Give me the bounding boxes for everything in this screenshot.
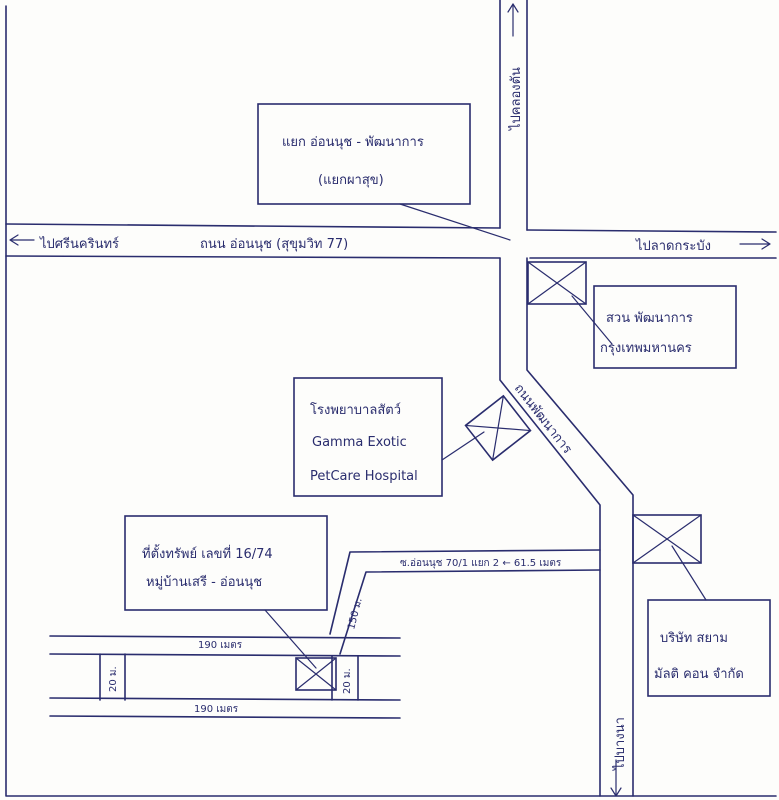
distance-right-label: 20 ม. [342,668,353,694]
local-road-connector-right [331,655,359,701]
local-road-connector-left [99,653,126,701]
local-road-3 [49,697,401,701]
property-site-icon [295,657,337,691]
main-road-bottom-edge [5,255,777,259]
to-east-label: ไปลาดกระบัง [635,238,711,254]
arrow-north-icon [507,3,519,37]
intersection-callout-box [257,103,471,205]
site-callout-box [124,515,328,611]
to-north-label: ไปคลองตัน [508,67,524,131]
main-road-top-edge [5,223,777,233]
main-road-label: ถนน อ่อนนุช (สุขุมวิท 77) [200,237,348,252]
hospital-callout-line2: Gamma Exotic [312,435,407,450]
hospital-callout-box [293,377,443,497]
company-callout-box [647,599,771,697]
park-callout-line1: สวน พัฒนาการ [606,311,693,326]
intersection-callout-line1: แยก อ่อนนุช - พัฒนาการ [282,135,424,150]
hospital-callout-line3: PetCare Hospital [310,469,418,484]
company-callout-line2: มัลติ คอน จำกัด [654,667,744,682]
soi-label: ซ.อ่อนนุช 70/1 แยก 2 ← 61.5 เมตร [400,558,562,569]
park-callout-line2: กรุงเทพมหานคร [600,341,692,356]
diagonal-road-left-edge [499,257,601,797]
distance-bottom-label: 190 เมตร [194,704,239,715]
soi-bottom-edge [339,569,601,655]
page-border [5,5,777,797]
soi-top-edge [329,549,601,635]
hospital-landmark-icon [464,394,532,462]
local-road-2 [49,653,401,657]
site-callout-line1: ที่ตั้งทรัพย์ เลขที่ 16/74 [142,544,273,562]
park-landmark-icon [527,261,587,305]
park-callout-box [593,285,737,369]
arrow-south-icon [610,759,622,797]
company-leader-line [671,545,707,601]
distance-vertical-label: 150 ม. [346,597,364,631]
company-landmark-icon [632,514,702,564]
diagonal-road-label: ถนนพัฒนาการ [511,381,575,457]
local-road-4 [49,715,401,719]
distance-left-label: 20 ม. [108,666,119,692]
arrow-east-icon [739,238,771,250]
site-leader-line [264,609,317,669]
diagonal-road-right-edge [526,257,634,797]
site-callout-line2: หมู่บ้านเสรี - อ่อนนุช [146,574,262,590]
hospital-callout-line1: โรงพยาบาลสัตว์ [310,402,401,418]
intersection-callout-line2: (แยกผาสุข) [318,173,384,188]
intersection-leader-line [399,203,511,241]
distance-top-label: 190 เมตร [198,640,243,651]
local-road-1 [49,635,401,639]
company-callout-line1: บริษัท สยาม [660,631,728,646]
to-south-label: ไปบางนา [612,717,628,771]
to-west-label: ไปศรีนครินทร์ [39,236,119,252]
park-leader-line [571,295,613,345]
hospital-leader-line [441,431,485,461]
arrow-west-icon [9,234,35,246]
